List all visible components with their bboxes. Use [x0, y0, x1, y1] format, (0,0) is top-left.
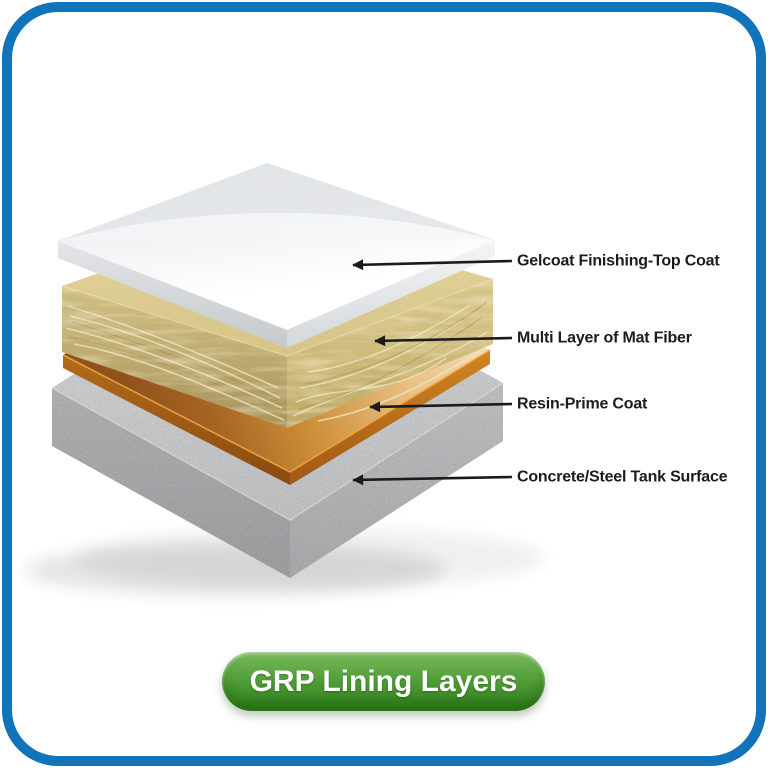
gelcoat-right-face — [287, 240, 495, 348]
gelcoat-gloss-sweep — [58, 163, 495, 241]
arrow-mat-fiber — [374, 335, 513, 347]
label-mat-fiber: Multi Layer of Mat Fiber — [517, 329, 692, 347]
arrow-resin — [369, 401, 513, 413]
label-concrete: Concrete/Steel Tank Surface — [517, 468, 728, 486]
resin-right-face — [290, 350, 490, 485]
arrow-gelcoat — [352, 259, 513, 271]
label-gelcoat: Gelcoat Finishing-Top Coat — [517, 252, 720, 270]
arrow-concrete — [352, 474, 513, 486]
label-arrows — [352, 259, 513, 486]
gelcoat-left-face — [58, 241, 287, 348]
label-resin: Resin-Prime Coat — [517, 395, 648, 413]
resin-left-face — [63, 355, 290, 485]
gelcoat-layer-graphic — [58, 163, 495, 348]
grp-lining-layers-button[interactable]: GRP Lining Layers — [222, 652, 545, 711]
